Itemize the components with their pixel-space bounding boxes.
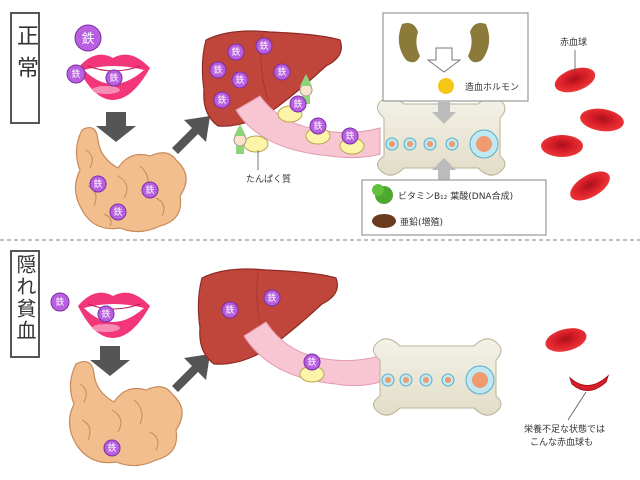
iron-badge: 鉄 xyxy=(255,37,273,55)
iron-badge-label: 鉄 xyxy=(235,74,244,86)
arrow-diagonal-top xyxy=(172,116,210,154)
iron-badge-label: 鉄 xyxy=(113,206,122,218)
iron-badge: 鉄 xyxy=(103,439,121,457)
iron-badge: 鉄 xyxy=(66,64,86,84)
iron-badge: 鉄 xyxy=(109,203,127,221)
iron-badge: 鉄 xyxy=(231,71,249,89)
protein-label: たんぱく質 xyxy=(246,173,291,185)
red-blood-cells-top xyxy=(541,67,624,201)
iron-badge-label: 鉄 xyxy=(277,66,286,78)
iron-badge: 鉄 xyxy=(273,63,291,81)
iron-badge: 鉄 xyxy=(309,117,327,135)
arrow-down-top xyxy=(96,112,136,142)
iron-badge-label: 鉄 xyxy=(225,304,234,316)
iron-badge: 鉄 xyxy=(74,24,102,52)
iron-badge-label: 鉄 xyxy=(259,40,268,52)
iron-badge: 鉄 xyxy=(209,61,227,79)
iron-badge-label: 鉄 xyxy=(107,442,116,454)
iron-badge-label: 鉄 xyxy=(81,32,94,47)
iron-badge: 鉄 xyxy=(213,91,231,109)
arrow-diagonal-bottom xyxy=(172,354,210,392)
iron-badge-label: 鉄 xyxy=(267,292,276,304)
vitamin-label: ビタミンB₁₂ 葉酸(DNA合成) xyxy=(398,190,513,202)
bone-bottom xyxy=(373,338,502,416)
iron-badge: 鉄 xyxy=(303,353,321,371)
arrow-up-nutrient xyxy=(432,158,456,180)
iron-badge-label: 鉄 xyxy=(217,94,226,106)
arrow-down-bottom xyxy=(90,346,130,376)
iron-badge-label: 鉄 xyxy=(145,184,154,196)
iron-badge-label: 鉄 xyxy=(109,72,118,84)
hormone-label: 造血ホルモン xyxy=(465,81,519,93)
iron-badge-label: 鉄 xyxy=(313,120,322,132)
elf-figure-1 xyxy=(233,124,247,154)
iron-badge-label: 鉄 xyxy=(345,130,354,142)
deformed-red-blood-cell xyxy=(568,374,610,391)
iron-badge: 鉄 xyxy=(263,289,281,307)
intestine-bottom xyxy=(68,361,183,467)
iron-badge: 鉄 xyxy=(221,301,239,319)
bone-top xyxy=(377,96,506,176)
iron-badge-label: 鉄 xyxy=(307,356,316,368)
iron-badge: 鉄 xyxy=(50,292,70,312)
section-label-normal: 正常 xyxy=(10,12,40,124)
zinc-label: 亜鉛(増殖) xyxy=(400,216,443,228)
intestine-top xyxy=(74,127,187,233)
nutrient-box xyxy=(361,179,547,236)
iron-badge-label: 鉄 xyxy=(93,178,102,190)
iron-badge-label: 鉄 xyxy=(231,46,240,58)
hormone-box xyxy=(382,12,529,102)
deformed-rbc-pointer xyxy=(567,391,587,421)
iron-badge: 鉄 xyxy=(97,305,115,323)
malnourished-label-line1: 栄養不足な状態では xyxy=(524,423,605,435)
arrow-down-hormone xyxy=(432,102,456,124)
iron-badge: 鉄 xyxy=(89,175,107,193)
iron-badge: 鉄 xyxy=(341,127,359,145)
iron-badge-label: 鉄 xyxy=(101,308,110,320)
section-label-hidden-anemia: 隠れ貧血 xyxy=(10,250,40,358)
iron-badge-label: 鉄 xyxy=(293,98,302,110)
section-label-normal-text: 正常 xyxy=(13,24,38,88)
iron-badge: 鉄 xyxy=(227,43,245,61)
section-label-hidden-anemia-text: 隠れ貧血 xyxy=(13,254,37,342)
red-blood-cell-bottom xyxy=(545,328,587,352)
iron-badge-label: 鉄 xyxy=(71,68,80,80)
iron-badges: 鉄鉄鉄鉄鉄鉄鉄鉄鉄鉄鉄鉄鉄鉄鉄鉄鉄鉄鉄鉄鉄 xyxy=(50,24,359,457)
elf-figure-2 xyxy=(299,74,313,104)
malnourished-label-line2: こんな赤血球も xyxy=(530,436,593,448)
iron-badge: 鉄 xyxy=(105,69,123,87)
iron-badge-label: 鉄 xyxy=(213,64,222,76)
iron-badge: 鉄 xyxy=(289,95,307,113)
iron-badge-label: 鉄 xyxy=(55,296,64,308)
red-blood-cell-label: 赤血球 xyxy=(560,36,587,48)
iron-badge: 鉄 xyxy=(141,181,159,199)
